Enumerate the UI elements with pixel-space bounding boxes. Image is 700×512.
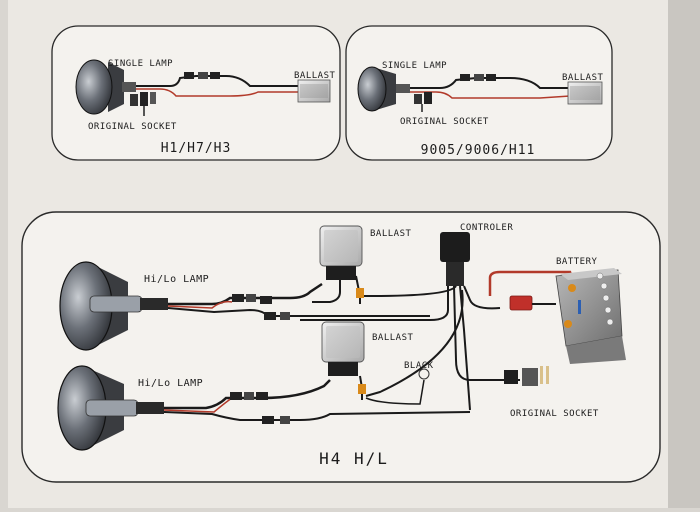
wire	[364, 285, 457, 297]
caption-h1-h7-h3: H1/H7/H3	[161, 141, 232, 156]
wire	[459, 285, 471, 411]
terminal-icon	[358, 384, 366, 394]
wire	[365, 379, 425, 405]
caption-9005-9006-h11: 9005/9006/H11	[421, 143, 536, 158]
panel-frame	[51, 25, 341, 161]
single-lamp-label: SINGLE LAMP	[108, 59, 173, 69]
ballast-icon	[321, 321, 365, 376]
original-socket-label: ORIGINAL SOCKET	[400, 117, 489, 127]
original-socket-label: ORIGINAL SOCKET	[510, 409, 599, 419]
wire-red	[488, 270, 574, 296]
fuse-connector-icon	[509, 295, 533, 311]
socket-icon	[130, 92, 156, 116]
box-side	[668, 0, 700, 508]
wire	[136, 75, 300, 87]
black-label: BLACK	[404, 361, 434, 371]
single-lamp-label: SINGLE LAMP	[382, 61, 447, 71]
terminal-icon	[356, 288, 364, 298]
ballast-icon	[319, 225, 363, 280]
hilo-lamp-upper-label: Hi/Lo LAMP	[144, 274, 209, 285]
caption-h4-hl: H4 H/L	[319, 449, 389, 468]
panel-h1-h7-h3: SINGLE LAMP BALLAST ORIGINAL SOCKET H1/H…	[51, 25, 341, 161]
wire	[453, 285, 520, 381]
wire	[312, 280, 341, 303]
panel-h4-hl: BALLAST BALLAST CONTROLER BATTERY Hi/Lo …	[21, 211, 661, 483]
connector-icon	[230, 392, 290, 424]
ballast-label: BALLAST	[562, 73, 604, 83]
hilo-lamp-lower-label: Hi/Lo LAMP	[138, 378, 203, 389]
lamp-icon	[357, 66, 410, 112]
wire-red	[410, 91, 571, 99]
wire	[300, 286, 449, 321]
original-socket-label: ORIGINAL SOCKET	[88, 122, 177, 132]
connector-icon	[232, 294, 290, 320]
socket-icon	[414, 92, 432, 112]
wire	[365, 289, 464, 397]
ballast-label: BALLAST	[294, 71, 336, 81]
wire-red	[136, 88, 300, 97]
ground-terminal-icon	[418, 368, 430, 380]
battery-label: BATTERY	[556, 257, 598, 267]
controller-label: CONTROLER	[460, 223, 513, 233]
connector-icon	[184, 72, 220, 79]
panel-frame	[345, 25, 613, 161]
wire	[463, 285, 501, 310]
ballast-icon	[297, 79, 331, 103]
lamp-icon	[59, 261, 168, 351]
controller-icon	[440, 232, 470, 286]
lamp-icon	[57, 365, 164, 451]
connector-icon	[460, 74, 496, 81]
wire-red	[167, 300, 233, 309]
lamp-icon	[75, 59, 136, 115]
socket-icon	[504, 366, 549, 386]
ballast-lower-label: BALLAST	[372, 333, 414, 343]
ballast-upper-label: BALLAST	[370, 229, 412, 239]
battery-icon	[555, 268, 626, 364]
panel-9005-9006-h11: SINGLE LAMP BALLAST ORIGINAL SOCKET 9005…	[345, 25, 613, 161]
ballast-icon	[567, 81, 603, 105]
